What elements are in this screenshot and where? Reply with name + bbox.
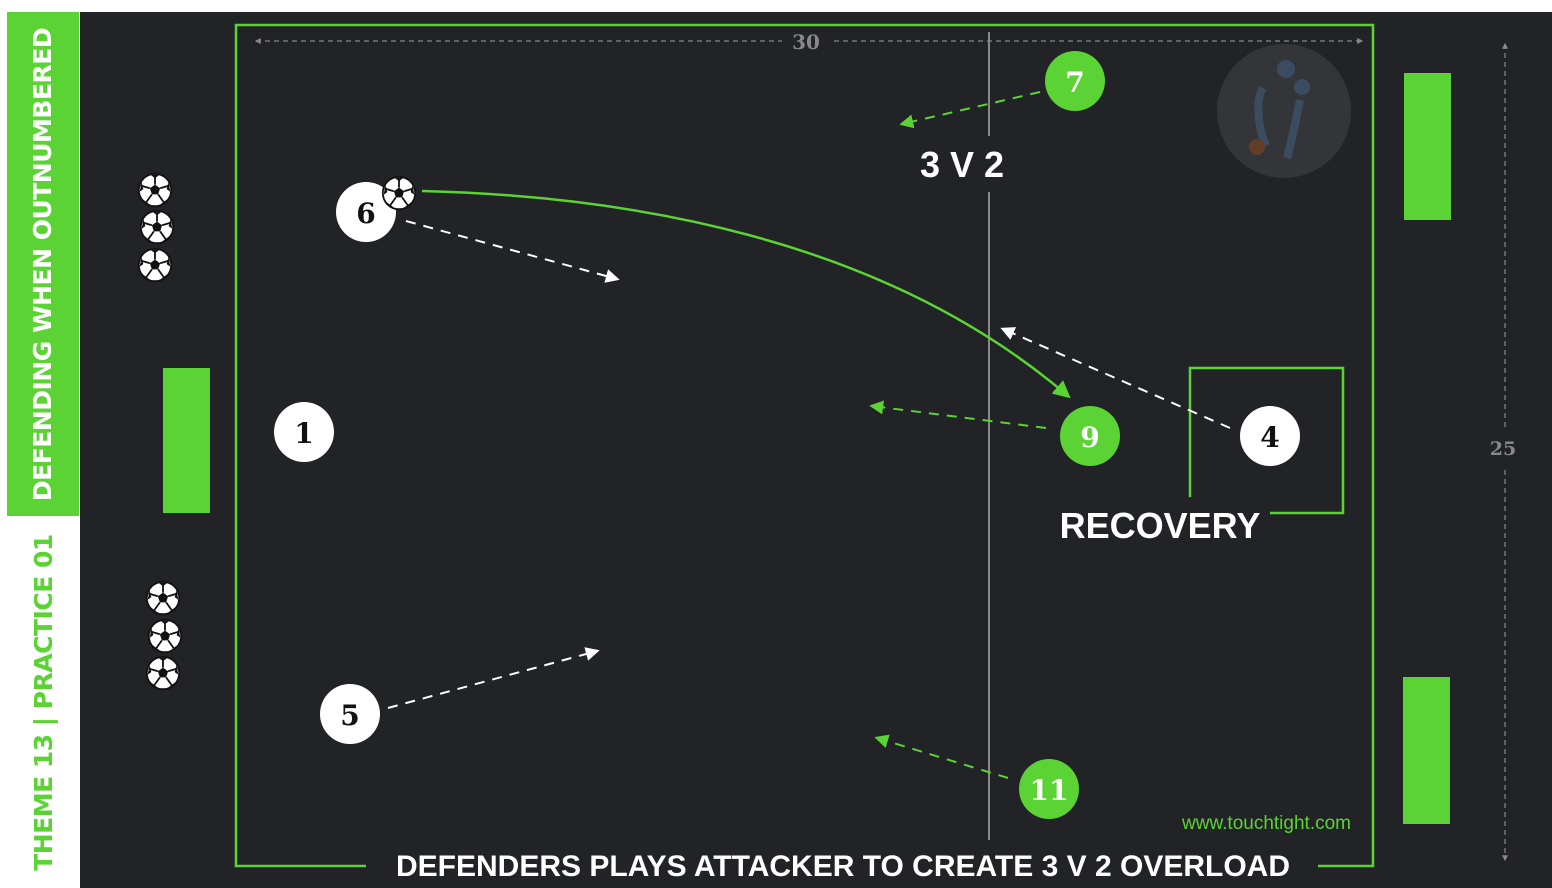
theme-title-bar: DEFENDING WHEN OUTNUMBERED [7, 12, 79, 516]
right-goal-bottom [1403, 677, 1450, 824]
run-arrow-5 [387, 647, 600, 709]
soccer-ball-icon [145, 580, 181, 616]
soccer-ball-icon [381, 175, 417, 211]
player-7: 7 [1045, 51, 1105, 111]
player-number: 7 [1065, 66, 1084, 99]
caption-background [366, 850, 1318, 882]
run-arrow-9 [869, 400, 1047, 429]
pitch-boundary [234, 23, 1375, 868]
pass-arrow [421, 189, 1071, 399]
length-dimension-label: 25 [1490, 438, 1516, 460]
player-1: 1 [274, 402, 334, 462]
player-4: 4 [1240, 406, 1300, 466]
soccer-ball-icon [137, 247, 173, 283]
right-goal-top [1404, 73, 1451, 220]
player-number: 4 [1260, 421, 1279, 454]
soccer-ball-icon [147, 618, 183, 654]
run-arrow-7 [899, 91, 1041, 129]
player-9: 9 [1060, 406, 1120, 466]
zone-label: 3 V 2 [920, 144, 1004, 185]
practice-label-bar: THEME 13 | PRACTICE 01 [7, 516, 79, 888]
theme-title: DEFENDING WHEN OUTNUMBERED [28, 27, 58, 501]
player-6: 6 [336, 182, 396, 242]
player-number: 1 [294, 417, 313, 450]
player-number: 6 [356, 197, 375, 230]
left-goal [163, 368, 210, 513]
practice-label: THEME 13 | PRACTICE 01 [28, 533, 58, 871]
touchtight-logo [1217, 44, 1351, 178]
player-number: 5 [340, 699, 359, 732]
run-arrow-11 [874, 734, 1009, 779]
run-arrow-6 [405, 220, 620, 283]
width-dimension-label: 30 [792, 30, 820, 54]
soccer-ball-icon [137, 172, 173, 208]
player-number: 9 [1080, 421, 1099, 454]
recovery-label: RECOVERY [1060, 505, 1261, 546]
pitch-diagram: 30 25 6 [80, 12, 1552, 888]
soccer-ball-icon [139, 209, 175, 245]
player-5: 5 [320, 684, 380, 744]
recovery-run-arrow-4 [1000, 327, 1231, 429]
practice-caption: DEFENDERS PLAYS ATTACKER TO CREATE 3 V 2… [396, 850, 1290, 883]
player-number: 11 [1030, 774, 1069, 807]
watermark-url: www.touchtight.com [1181, 813, 1351, 834]
player-11: 11 [1019, 759, 1079, 819]
soccer-ball-icon [145, 655, 181, 691]
